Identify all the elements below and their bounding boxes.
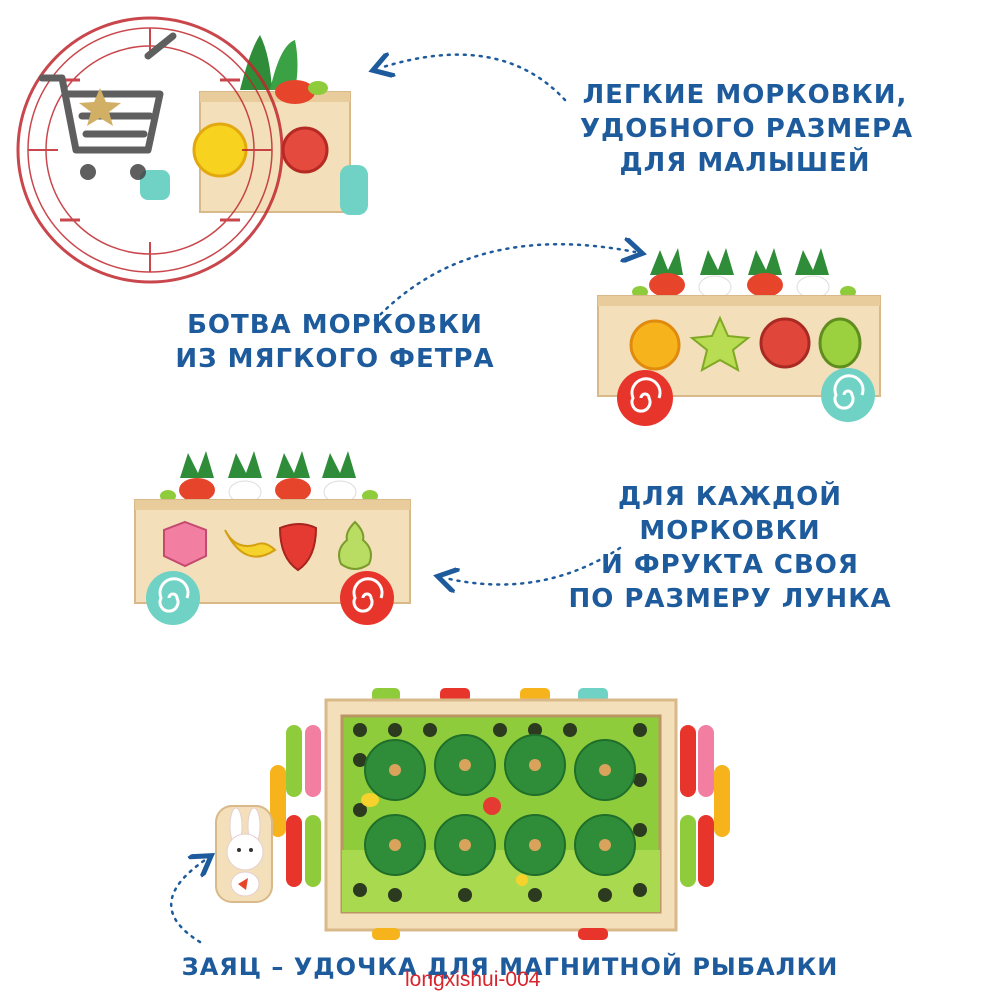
toy-box-top-partial (140, 35, 368, 215)
carrot-tops (160, 451, 378, 504)
starfruit-icon (689, 315, 751, 372)
caption-line: И ФРУКТА СВОЯ (601, 550, 859, 580)
star-icon (79, 88, 121, 126)
caterpillar-icon (308, 81, 328, 95)
pear-icon (338, 520, 372, 570)
dotted-arrow-icon (170, 860, 205, 944)
caption-line: ДЛЯ КАЖДОЙ (617, 482, 843, 512)
wheel-icon (340, 165, 368, 215)
shop-logo-watermark (16, 16, 284, 284)
lemon-slice-icon (192, 122, 248, 178)
toy-box-front-right (597, 248, 881, 426)
dotted-arrow-icon (445, 546, 622, 585)
rabbit-icon (215, 805, 273, 903)
caterpillar-icon (270, 725, 730, 887)
wheel-icon (140, 170, 170, 200)
caption-line: ЛЕГКИЕ МОРКОВКИ, (582, 80, 908, 110)
wheel-red-icon (617, 370, 673, 426)
toy-box-top-view (215, 688, 730, 940)
cart-wheel-icon (130, 164, 146, 180)
apple-slice-icon (281, 126, 329, 174)
toy-box-front-left (134, 451, 411, 625)
ladybug-icon (483, 797, 501, 815)
shopping-cart-icon (38, 32, 177, 154)
dotted-arrow-icon (380, 55, 567, 102)
pomegranate-icon (759, 317, 811, 369)
caption-light-carrots: ЛЕГКИЕ МОРКОВКИ, УДОБНОГО РАЗМЕРА ДЛЯ МА… (580, 78, 914, 180)
dragonfruit-icon (163, 520, 207, 568)
carrot-icon (275, 80, 315, 104)
strawberry-icon (278, 523, 318, 572)
caption-line: ПО РАЗМЕРУ ЛУНКА (568, 584, 892, 614)
caption-line: БОТВА МОРКОВКИ (187, 310, 483, 340)
orange-slice-icon (629, 319, 681, 371)
kiwi-icon (818, 317, 862, 369)
caption-own-hole: ДЛЯ КАЖДОЙ МОРКОВКИ И ФРУКТА СВОЯ ПО РАЗ… (560, 480, 900, 616)
caption-line: УДОБНОГО РАЗМЕРА (580, 114, 914, 144)
carrot-top-icon (240, 35, 272, 90)
garden-holes (353, 723, 647, 902)
watermark-label: longxishui-004 (405, 968, 541, 991)
carrot-tops (632, 248, 856, 299)
caption-rabbit: ЗАЯЦ – УДОЧКА ДЛЯ МАГНИТНОЙ РЫБАЛКИ (181, 953, 839, 981)
dotted-arrow-icon (373, 244, 635, 322)
caption-line: ИЗ МЯГКОГО ФЕТРА (175, 344, 495, 374)
caption-line: МОРКОВКИ (639, 516, 821, 546)
caption-felt-tops: БОТВА МОРКОВКИ ИЗ МЯГКОГО ФЕТРА (175, 308, 495, 376)
caption-line: ДЛЯ МАЛЫШЕЙ (619, 148, 871, 178)
cart-wheel-icon (80, 164, 96, 180)
bee-icon (361, 793, 379, 807)
carrot-top-icon (270, 40, 298, 90)
banana-icon (224, 529, 277, 558)
flower-icon (516, 874, 528, 886)
